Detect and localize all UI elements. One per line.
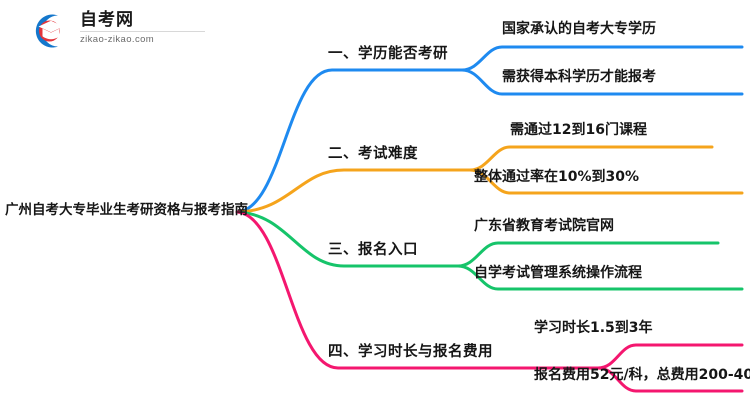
branch-label-2: 二、考试难度 (328, 146, 418, 162)
leaf-label-4-1: 学习时长1.5到3年 (534, 320, 653, 336)
connector-root-to-branch-1 (235, 68, 464, 214)
root-node-title: 广州自考大专毕业生考研资格与报考指南 (5, 202, 248, 218)
leaf-label-3-1: 广东省教育考试院官网 (474, 218, 614, 234)
logo-text-block: 自考网 zikao-zikao.com (80, 10, 205, 47)
branch-label-3: 三、报名入口 (328, 242, 418, 258)
site-logo: 自考网 zikao-zikao.com (28, 8, 208, 54)
leaf-label-4-2: 报名费用52元/科，总费用200-400元 (534, 367, 750, 383)
graduation-cap-logo-icon (35, 14, 65, 48)
logo-site-name: 自考网 (80, 10, 205, 32)
branch-label-1: 一、学历能否考研 (328, 46, 448, 62)
leaf-label-1-1: 国家承认的自考大专学历 (502, 21, 656, 37)
logo-site-url: zikao-zikao.com (80, 34, 155, 45)
branch-label-4: 四、学习时长与报名费用 (328, 344, 493, 360)
leaf-label-2-1: 需通过12到16门课程 (510, 122, 647, 138)
connector-root-to-branch-2 (235, 168, 472, 214)
leaf-label-2-2: 整体通过率在10%到30% (474, 169, 640, 185)
leaf-label-3-2: 自学考试管理系统操作流程 (474, 265, 642, 281)
leaf-label-1-2: 需获得本科学历才能报考 (502, 69, 656, 85)
